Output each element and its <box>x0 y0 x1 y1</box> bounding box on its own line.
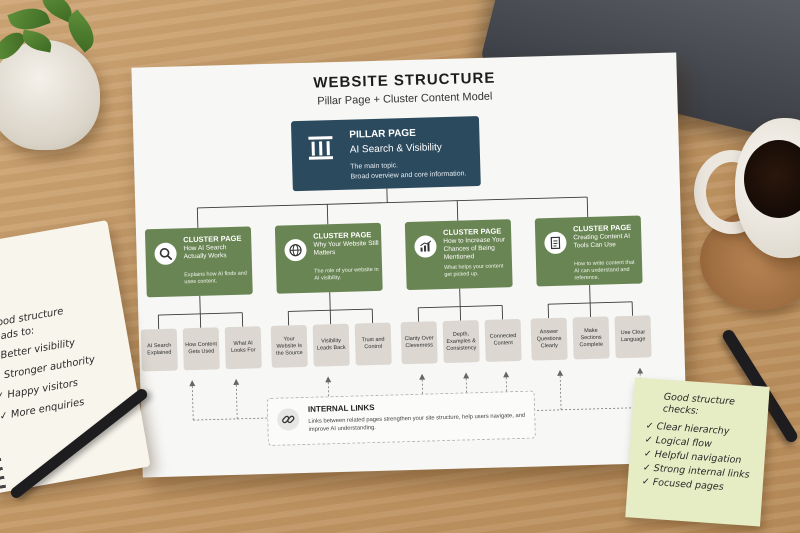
subpage-box: Trust and Control <box>354 322 392 366</box>
cluster-label: CLUSTER PAGE <box>442 226 502 238</box>
cluster-label: CLUSTER PAGE <box>313 230 372 241</box>
cluster-card-2: CLUSTER PAGE Why Your Website Still Matt… <box>274 222 383 294</box>
internal-links-box: INTERNAL LINKS Links between related pag… <box>266 390 536 447</box>
pillar-label: PILLAR PAGE <box>349 127 416 141</box>
subpage-box: Your Website Is the Source <box>270 324 308 368</box>
cluster-description: Explains how AI finds and uses content. <box>184 270 247 286</box>
subpage-box: What AI Looks For <box>224 326 262 370</box>
check-icon: ✓ <box>642 462 655 474</box>
internal-links-title: INTERNAL LINKS <box>307 403 375 414</box>
subpage-box: How Content Gets Used <box>182 327 220 371</box>
structure-poster: WEBSITE STRUCTURE Pillar Page + Cluster … <box>131 52 688 478</box>
subpage-box: Connected Content <box>484 318 522 362</box>
coffee-surface <box>744 140 800 218</box>
globe-icon <box>284 238 307 262</box>
pillar-column-icon <box>308 136 334 160</box>
subpage-box: Make Sections Complete <box>572 316 610 360</box>
cluster-label: CLUSTER PAGE <box>183 233 242 245</box>
subpage-box: Answer Questions Clearly <box>530 317 568 361</box>
plant-pot <box>0 40 100 150</box>
check-icon: ✓ <box>643 448 656 461</box>
notebook-list: ✓ Better visibility ✓ Stronger authority… <box>0 335 104 432</box>
magnifier-icon <box>154 242 177 266</box>
cluster-card-1: CLUSTER PAGE How AI Search Actually Work… <box>144 226 253 298</box>
internal-links-description: Links between related pages strengthen y… <box>308 412 526 433</box>
pillar-topic: AI Search & Visibility <box>349 142 442 156</box>
sticky-list: ✓ Clear hierarchy ✓ Logical flow ✓ Helpf… <box>641 420 753 497</box>
cluster-card-3: CLUSTER PAGE How to Increase Your Chance… <box>404 219 513 291</box>
subpage-box: AI Search Explained <box>140 328 178 372</box>
pillar-description: The main topic. Broad overview and core … <box>350 159 476 182</box>
chain-link-icon <box>276 408 300 431</box>
sticky-heading: Good structure checks: <box>662 392 736 421</box>
cluster-title: Why Your Website Still Matters <box>313 239 379 257</box>
subpage-box: Clarity Over Cleverness <box>400 321 438 365</box>
pillar-page-box: PILLAR PAGE AI Search & Visibility The m… <box>290 116 481 192</box>
subpage-box: Use Clear Language <box>614 315 652 359</box>
cluster-title: How AI Search Actually Works <box>183 244 227 261</box>
cluster-title: Creating Content AI Tools Can Use <box>573 232 631 250</box>
check-icon: ✓ <box>645 420 658 433</box>
check-icon: ✓ <box>641 476 654 488</box>
sticky-note: Good structure checks: ✓ Clear hierarchy… <box>625 377 770 527</box>
growth-chart-icon <box>414 235 437 258</box>
document-icon <box>544 231 567 255</box>
cluster-label: CLUSTER PAGE <box>572 222 632 234</box>
cluster-card-4: CLUSTER PAGE Creating Content AI Tools C… <box>534 215 643 287</box>
subpage-box: Visibility Leads Back <box>312 323 350 367</box>
cluster-description: What helps your content get picked up. <box>444 263 504 279</box>
check-icon: ✓ <box>644 434 657 447</box>
subpage-box: Depth, Examples & Consistency <box>442 320 480 364</box>
cluster-title: How to Increase Your Chances of Being Me… <box>443 236 506 262</box>
cluster-description: The role of your website in AI visibilit… <box>314 266 379 282</box>
pillar-desc-line-2: Broad overview and core information. <box>350 170 467 181</box>
cluster-description: How to write content that AI can underst… <box>573 259 635 282</box>
